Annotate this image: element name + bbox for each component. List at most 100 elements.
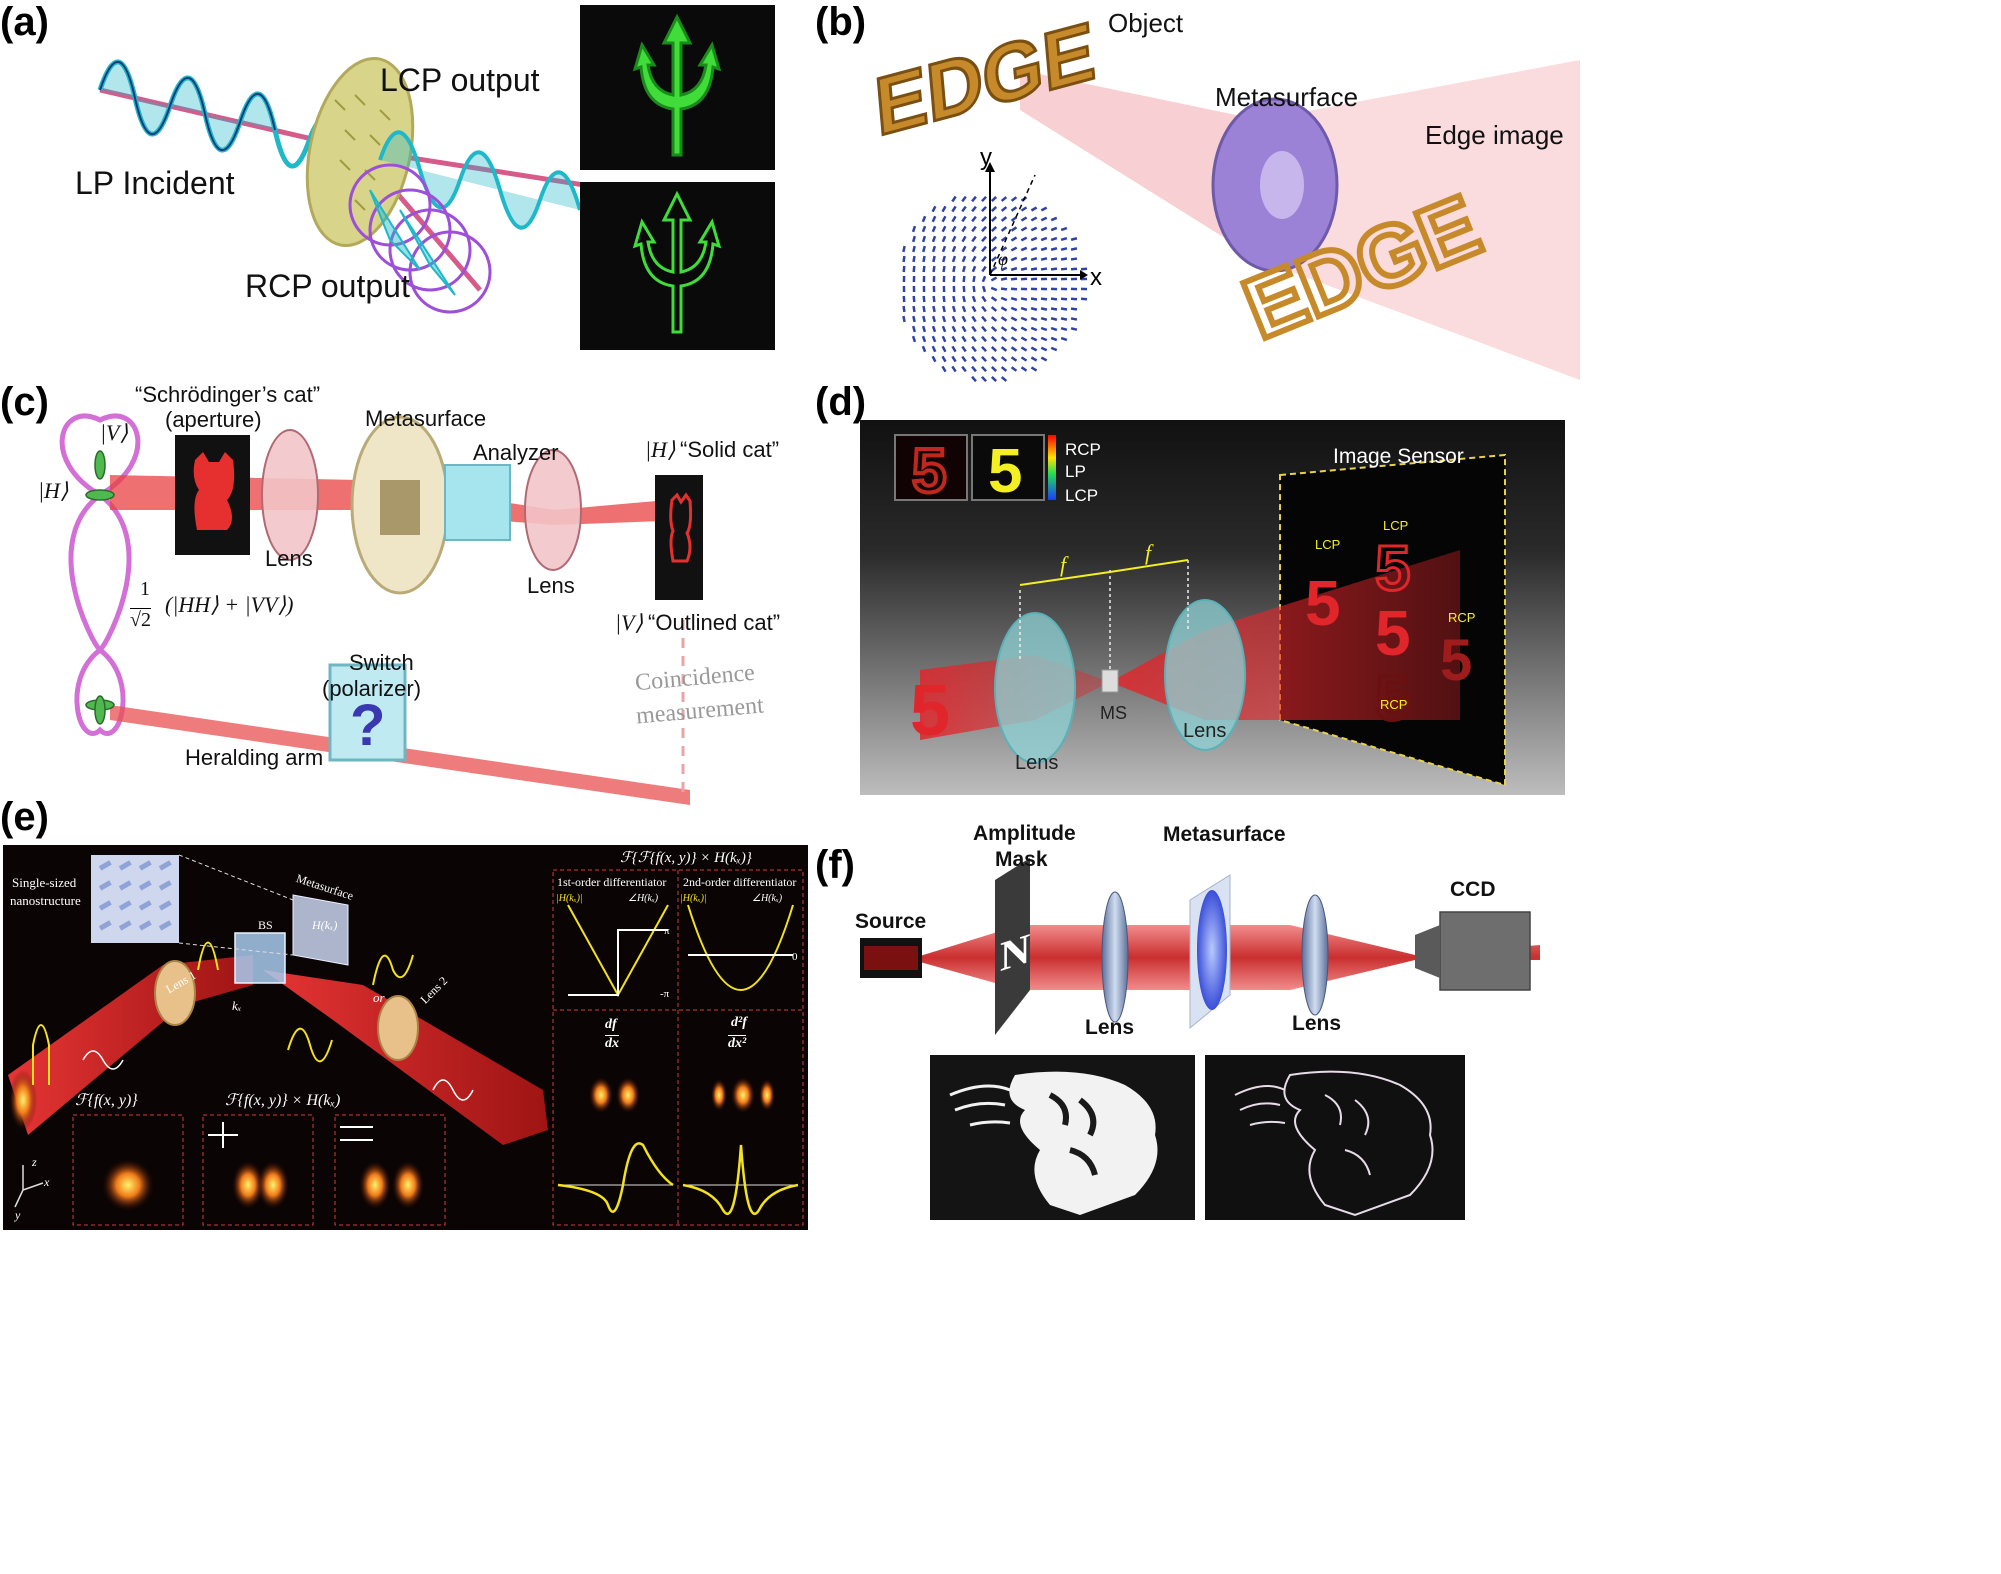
c-metasurface-label: Metasurface — [365, 406, 487, 431]
nanostructure-pattern — [890, 185, 1090, 385]
nanostructure-dash — [1050, 297, 1058, 301]
formula-fft: ℱ{f(x, y)} — [75, 1092, 138, 1109]
nanostructure-dash — [1070, 267, 1078, 271]
nanostructure-dash — [1040, 257, 1048, 261]
nanostructure-dash — [1030, 246, 1038, 252]
x-arrowhead — [1080, 270, 1088, 280]
nanostructure-dash — [1050, 326, 1058, 332]
nanostructure-dash — [941, 355, 947, 363]
nanostructure-dash — [1050, 226, 1058, 232]
nanostructure-dash — [951, 355, 957, 363]
nanostructure-dash — [981, 195, 987, 203]
nanostructure-dash — [1000, 356, 1008, 362]
nanostructure-dash — [1070, 237, 1078, 241]
nanostructure-dash — [1010, 297, 1018, 301]
nanostructure-dash — [990, 216, 998, 222]
nanostructure-dash — [931, 205, 937, 213]
legend-lp-label: LP — [1065, 462, 1086, 481]
nanostructure-dash — [951, 345, 957, 353]
state-fraction-den: √2 — [130, 608, 151, 631]
nanostructure-bar — [138, 880, 152, 891]
nanostructure-dash — [1040, 226, 1048, 232]
polarizer-label: (polarizer) — [322, 676, 422, 701]
panel-c-letter: (c) — [0, 380, 49, 424]
nanostructure-dash — [922, 265, 926, 273]
nanostructure-dash — [1010, 326, 1018, 332]
nanostructure-dash — [961, 245, 967, 253]
nanostructure-bar — [98, 920, 112, 931]
f-metasurface — [1197, 890, 1227, 1010]
polarization-colorbar — [1048, 435, 1056, 500]
nanostructure-bar — [118, 920, 132, 931]
nanostructure-dash — [1000, 266, 1008, 272]
nanostructure-dash — [981, 275, 987, 283]
nanostructure-dash — [922, 315, 926, 323]
nanostructure-dash — [931, 235, 937, 243]
nanostructure-dash — [990, 366, 998, 372]
nanostructure-dash — [981, 375, 987, 383]
nanostructure-dash — [902, 245, 906, 253]
nanostructure-dash — [1020, 356, 1028, 362]
nanostructure-dash — [1000, 326, 1008, 332]
nanostructure-dash — [931, 345, 937, 353]
e-axis-z: z — [32, 1155, 37, 1169]
nanostructure-dash — [972, 275, 976, 283]
legend-thumb-yellow-digit: 5 — [988, 437, 1022, 506]
nanostructure-dash — [951, 225, 957, 233]
nanostructure-dash — [1040, 216, 1048, 222]
nanostructure-dash — [961, 365, 967, 373]
nanostructure-dash — [1040, 356, 1048, 362]
nanostructure-dash — [1050, 317, 1058, 321]
nanostructure-dash — [1050, 336, 1058, 342]
panel-d-letter: (d) — [815, 380, 867, 424]
state-body: (|HH⟩ + |VV⟩) — [165, 592, 294, 617]
edge-image-beam — [1260, 60, 1580, 380]
outlined-cat-label: “Outlined cat” — [648, 610, 781, 635]
cat-aperture-icon — [193, 452, 235, 530]
nanostructure-dash — [1020, 216, 1028, 222]
first-order-spot-left — [589, 1077, 613, 1113]
nanostructure-dash — [971, 255, 977, 263]
nanostructure-dash — [990, 206, 998, 212]
nanostructure-dash — [990, 256, 998, 262]
nanostructure-dash — [1050, 257, 1058, 261]
first-order-curve — [557, 1142, 674, 1213]
nanostructure-dash — [1080, 267, 1088, 271]
nanostructure-dash — [1040, 316, 1048, 322]
first-order-label: 1st-order differentiator — [557, 875, 667, 889]
nanostructure-dash — [1060, 257, 1068, 261]
e-lens-2 — [377, 995, 419, 1061]
nanostructure-dash — [971, 205, 977, 213]
panel-d-diagram: 5 5 f f 5 5 5 5 5 5 — [894, 434, 1506, 787]
nanostructure-dash — [981, 355, 987, 363]
nanostructure-dash — [951, 195, 957, 203]
beam-splitter — [234, 932, 286, 984]
sensor-digit-lcp-solid: 5 — [1305, 567, 1341, 639]
nanostructure-dash — [971, 195, 977, 203]
angle-label: φ — [998, 249, 1008, 269]
nanostructure-dash — [912, 255, 916, 263]
nanostructure-bars — [98, 860, 172, 931]
nanostructure-dash — [951, 365, 957, 373]
nanostructure-dash — [921, 325, 927, 333]
nanostructure-dash — [942, 295, 946, 303]
nanostructure-dash — [922, 245, 926, 253]
e-input-wave — [82, 1050, 124, 1070]
ket-v-label: |V⟩ — [100, 420, 129, 445]
nanostructure-dash — [1020, 297, 1028, 301]
f-result-edge — [1205, 1055, 1465, 1220]
nanostructure-dash — [972, 285, 976, 293]
panel-a-letter: (a) — [0, 0, 49, 44]
d-lens2-label: Lens — [1183, 720, 1227, 742]
panel-e-letter: (e) — [0, 795, 49, 839]
nanostructure-dash — [1050, 216, 1058, 222]
nanostructure-dash — [1030, 226, 1038, 232]
nanostructure-bar — [158, 880, 172, 891]
nanostructure-dash — [1000, 256, 1008, 262]
nanostructure-dash — [931, 355, 937, 363]
nanostructure-dash — [1010, 206, 1018, 212]
lcp-output-label: LCP output — [380, 62, 540, 98]
nanostructure-dash — [961, 265, 967, 273]
spot-second-order-right — [392, 1161, 424, 1209]
pi-label: π — [664, 925, 670, 937]
